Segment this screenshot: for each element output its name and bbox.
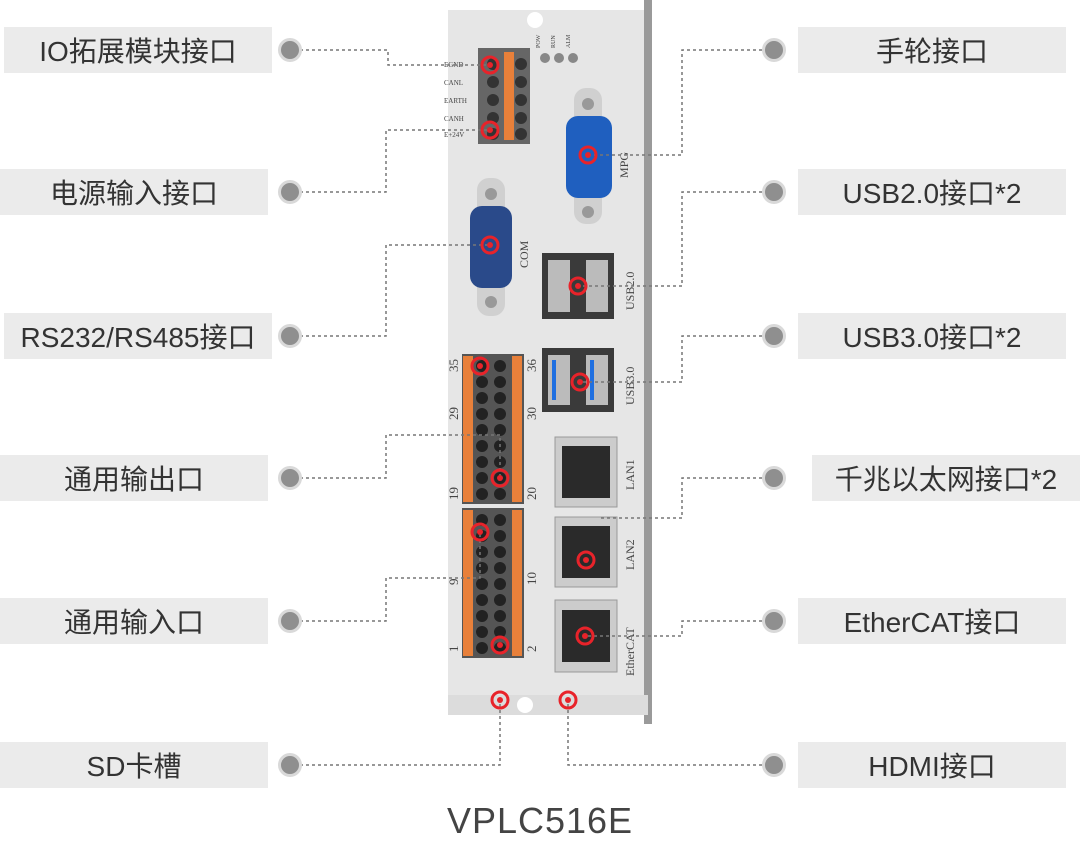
device-side-rail [644, 0, 652, 724]
connector-dot [278, 38, 302, 62]
target-markers [470, 55, 598, 710]
label-hdmi: HDMI接口 [798, 742, 1066, 788]
led-label-alm: ALM [566, 34, 572, 48]
leader-lines [300, 49, 780, 766]
target-marker-icon [490, 635, 510, 655]
target-marker-icon [490, 468, 510, 488]
label-general-input: 通用输入口 [0, 598, 268, 644]
target-marker-icon [480, 235, 500, 255]
pin-num-36: 36 [524, 359, 539, 373]
connector-dot [278, 753, 302, 777]
connector-dot [278, 466, 302, 490]
screw-hole-icon [517, 697, 533, 713]
connector-dot [762, 324, 786, 348]
target-marker-icon [578, 145, 598, 165]
pin-canl: CANL [444, 79, 463, 87]
lan1-port: LAN1 [554, 436, 637, 508]
label-gigabit-ethernet: 千兆以太网接口*2 [812, 455, 1080, 501]
mpg-panel-label: MPG [617, 152, 631, 178]
connector-dot [762, 38, 786, 62]
pin-num-9: 9 [446, 579, 461, 586]
pin-num-30: 30 [524, 407, 539, 420]
status-leds: POW RUN ALM [536, 34, 578, 63]
input-terminal-block [462, 508, 524, 658]
pin-num-29: 29 [446, 407, 461, 420]
lan2-panel-label: LAN2 [623, 539, 637, 570]
power-connector: EGND CANL EARTH CANH E+24V [444, 48, 530, 144]
usb2-panel-label: USB2.0 [623, 272, 637, 310]
label-rs232-rs485: RS232/RS485接口 [4, 313, 272, 359]
pin-num-10: 10 [524, 572, 539, 585]
label-usb2: USB2.0接口*2 [798, 169, 1066, 215]
label-io-expansion: IO拓展模块接口 [4, 27, 272, 73]
pin-num-35: 35 [446, 359, 461, 372]
device-bottom-plate [448, 695, 648, 715]
connector-dot [762, 180, 786, 204]
pin-canh: CANH [444, 115, 464, 123]
led-label-run: RUN [551, 35, 557, 48]
led-label-pow: POW [536, 34, 542, 48]
usb3-panel-label: USB3.0 [623, 367, 637, 405]
screw-hole-icon [527, 12, 543, 28]
target-marker-icon [480, 55, 500, 75]
connector-dot [762, 753, 786, 777]
ethercat-panel-label: EtherCAT [623, 627, 637, 676]
target-marker-icon [558, 690, 578, 710]
target-marker-icon [480, 120, 500, 140]
com-panel-label: COM [517, 240, 531, 268]
label-power-input: 电源输入接口 [0, 169, 268, 215]
target-marker-icon [576, 550, 596, 570]
target-marker-icon [575, 626, 595, 646]
target-marker-icon [568, 276, 588, 296]
model-title: VPLC516E [446, 800, 634, 841]
label-general-output: 通用输出口 [0, 455, 268, 501]
connector-dot [762, 609, 786, 633]
target-marker-icon [570, 372, 590, 392]
pin-earth: EARTH [444, 97, 467, 105]
connector-dot [278, 180, 302, 204]
label-sd-slot: SD卡槽 [0, 742, 268, 788]
connector-dot [762, 466, 786, 490]
target-marker-icon [470, 522, 490, 542]
pin-num-1: 1 [446, 646, 461, 653]
label-mpg: 手轮接口 [798, 27, 1066, 73]
connector-dot [278, 609, 302, 633]
label-usb3: USB3.0接口*2 [798, 313, 1066, 359]
pin-num-20: 20 [524, 487, 539, 500]
label-ethercat: EtherCAT接口 [798, 598, 1066, 644]
lan1-panel-label: LAN1 [623, 459, 637, 490]
pin-num-2: 2 [524, 646, 539, 653]
connector-dot [278, 324, 302, 348]
pin-num-19: 19 [446, 487, 461, 500]
target-marker-icon [490, 690, 510, 710]
target-marker-icon [470, 356, 490, 376]
pin-24v: E+24V [444, 131, 464, 139]
